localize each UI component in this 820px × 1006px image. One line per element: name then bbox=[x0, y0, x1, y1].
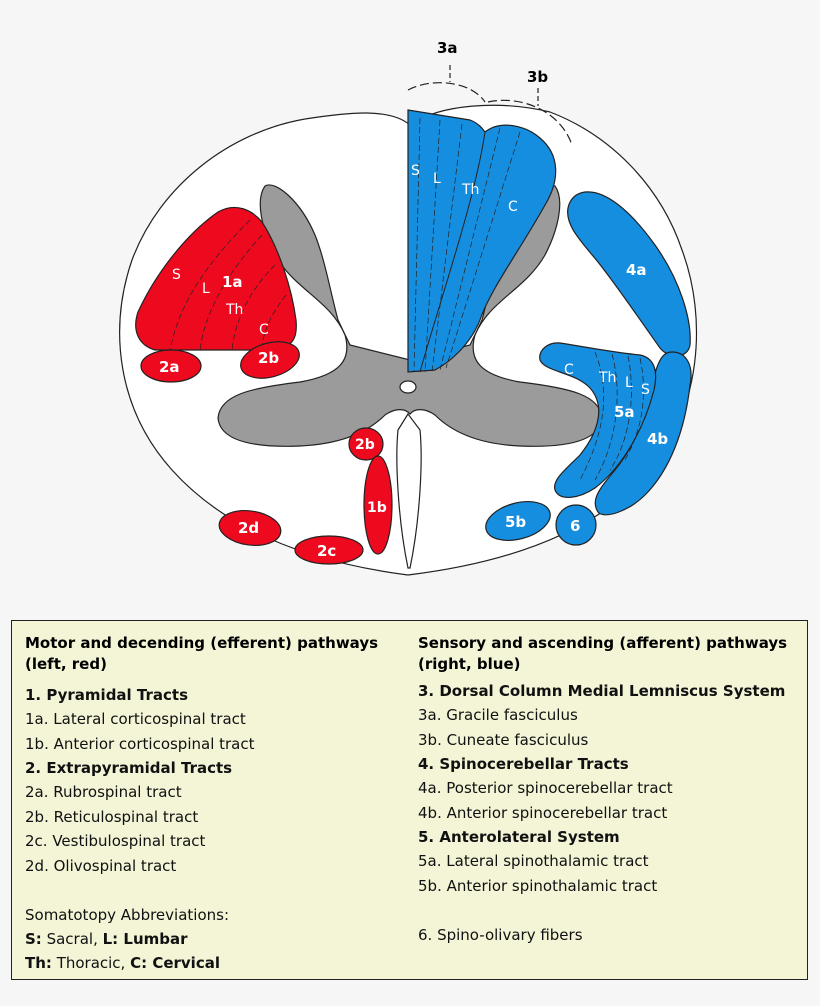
tract-5a bbox=[539, 342, 657, 498]
legend-motor-item: 2. Extrapyramidal Tracts bbox=[25, 759, 233, 777]
label-2b-lower: 2b bbox=[355, 437, 375, 453]
legend-abbrev-title: Somatotopy Abbreviations: bbox=[25, 906, 229, 924]
legend-abbrev-line2: Th: Thoracic, C: Cervical bbox=[25, 953, 220, 973]
legend-motor-item: 2c. Vestibulospinal tract bbox=[25, 832, 206, 850]
legend-motor-item: 1b. Anterior corticospinal tract bbox=[25, 735, 255, 753]
legend-sensory-item: 5b. Anterior spinothalamic tract bbox=[418, 877, 658, 895]
abbrev-s-key: S: bbox=[25, 930, 42, 948]
tract-4a bbox=[567, 191, 691, 357]
label-5a: 5a bbox=[614, 403, 635, 421]
label-2a: 2a bbox=[159, 358, 180, 376]
label-1b: 1b bbox=[367, 500, 387, 516]
label-c-left: C bbox=[259, 322, 269, 338]
legend-motor-item: 1a. Lateral corticospinal tract bbox=[25, 710, 246, 728]
label-s-dorsal: S bbox=[411, 163, 420, 179]
legend-sensory-item: 3b. Cuneate fasciculus bbox=[418, 731, 589, 749]
legend-sensory-item: 5a. Lateral spinothalamic tract bbox=[418, 852, 649, 870]
legend-motor-subtitle: (left, red) bbox=[25, 655, 107, 673]
label-th-left: Th bbox=[225, 302, 243, 318]
legend-motor-item: 2d. Olivospinal tract bbox=[25, 857, 177, 875]
legend-abbrev-line1: S: Sacral, L: Lumbar bbox=[25, 929, 188, 949]
tract-6 bbox=[555, 504, 597, 546]
tract-1b bbox=[363, 455, 393, 555]
tract-2d bbox=[218, 510, 282, 546]
bracket-3b bbox=[487, 99, 573, 146]
central-canal bbox=[399, 380, 417, 394]
label-2b-upper: 2b bbox=[258, 349, 279, 367]
bracket-3a bbox=[407, 82, 486, 103]
label-3a: 3a bbox=[437, 39, 458, 57]
label-4a: 4a bbox=[626, 261, 647, 279]
legend-sensory-item: 4. Spinocerebellar Tracts bbox=[418, 755, 629, 773]
abbrev-s-val: Sacral, bbox=[41, 930, 103, 948]
label-5b: 5b bbox=[505, 513, 526, 531]
label-s-al: S bbox=[641, 382, 650, 398]
label-th-dorsal: Th bbox=[461, 182, 479, 198]
legend-sensory-item: 6. Spino-olivary fibers bbox=[418, 926, 583, 944]
anterior-median-fissure bbox=[396, 412, 422, 569]
label-th-al: Th bbox=[598, 370, 616, 386]
legend-motor-item: 1. Pyramidal Tracts bbox=[25, 686, 189, 704]
tract-2b-upper bbox=[240, 341, 300, 379]
legend-sensory-item: 4b. Anterior spinocerebellar tract bbox=[418, 804, 668, 822]
tract-2c bbox=[294, 535, 364, 565]
legend-sensory-item: 4a. Posterior spinocerebellar tract bbox=[418, 779, 673, 797]
tract-2a bbox=[140, 349, 202, 383]
abbrev-c-key: C: Cervical bbox=[130, 954, 220, 972]
legend-motor-item: 2b. Reticulospinal tract bbox=[25, 808, 199, 826]
legend-box: Motor and decending (efferent) pathways … bbox=[11, 620, 808, 980]
label-c-dorsal: C bbox=[508, 199, 518, 215]
tract-3-dorsal-column bbox=[407, 109, 557, 373]
legend-sensory-item: 3a. Gracile fasciculus bbox=[418, 706, 578, 724]
spinal-cord-svg: 3a 3b S L 1a Th C 2a 2b 2b 1b 2c 2d S L … bbox=[119, 39, 698, 576]
legend-sensory-item: 5. Anterolateral System bbox=[418, 828, 620, 846]
legend-motor-title: Motor and decending (efferent) pathways bbox=[25, 634, 379, 652]
label-l-al: L bbox=[625, 375, 633, 391]
label-2c: 2c bbox=[317, 542, 336, 560]
legend-sensory-subtitle: (right, blue) bbox=[418, 655, 521, 673]
abbrev-th-key: Th: bbox=[25, 954, 52, 972]
abbrev-th-val: Thoracic, bbox=[51, 954, 131, 972]
abbrev-l-key: L: Lumbar bbox=[102, 930, 188, 948]
legend-sensory-item: 3. Dorsal Column Medial Lemniscus System bbox=[418, 682, 786, 700]
label-c-al: C bbox=[564, 362, 574, 378]
legend-sensory-title: Sensory and ascending (afferent) pathway… bbox=[418, 634, 788, 652]
tract-5b bbox=[485, 501, 551, 541]
label-1a: 1a bbox=[222, 273, 243, 291]
label-4b: 4b bbox=[647, 430, 668, 448]
dorsal-column-divider bbox=[419, 131, 486, 373]
label-s-left: S bbox=[172, 267, 181, 283]
label-2d: 2d bbox=[238, 519, 259, 537]
legend-motor-item: 2a. Rubrospinal tract bbox=[25, 783, 182, 801]
label-l-left: L bbox=[202, 281, 210, 297]
label-l-dorsal: L bbox=[433, 171, 441, 187]
label-6: 6 bbox=[570, 517, 580, 535]
spinal-cord-diagram: 3a 3b S L 1a Th C 2a 2b 2b 1b 2c 2d S L … bbox=[119, 39, 698, 576]
dorsal-column-lamina-lines bbox=[413, 117, 521, 373]
label-3b: 3b bbox=[527, 68, 548, 86]
tract-2b-lower bbox=[348, 427, 384, 461]
